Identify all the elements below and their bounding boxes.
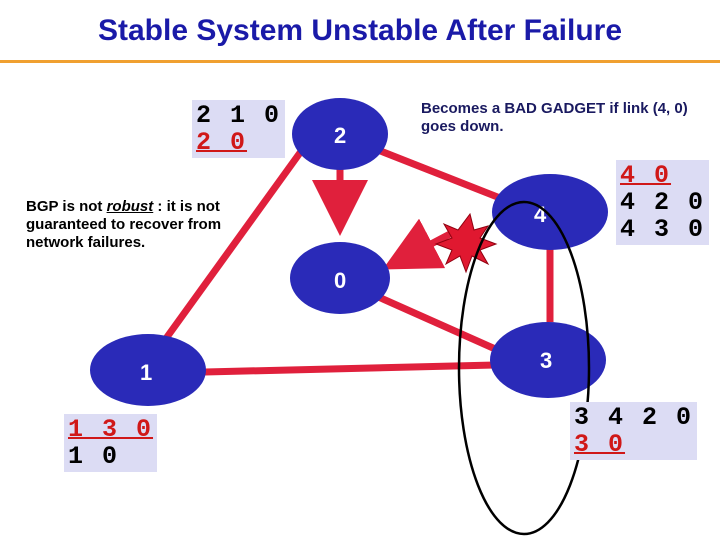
- link-failure-burst: [434, 212, 498, 274]
- node-4: [492, 174, 608, 250]
- bgp-robustness-note: BGP is not robust : it is not guaranteed…: [26, 198, 226, 252]
- link-1-to-2: [159, 147, 305, 347]
- bgp-note-emphasis: robust: [106, 198, 154, 215]
- node-2: [292, 98, 388, 170]
- path-table-node-1: 1 3 0 1 0: [64, 414, 158, 472]
- path-row: 4 3 0: [620, 215, 706, 244]
- slide-title: Stable System Unstable After Failure: [97, 14, 623, 47]
- path-row: 1 0: [68, 442, 120, 471]
- link-0-to-3: [372, 291, 504, 356]
- path-row: 2 0: [196, 128, 248, 157]
- path-table-node-3: 3 4 2 0 3 0: [570, 402, 698, 460]
- title-rule: [0, 60, 720, 63]
- node-3-label: 3: [540, 348, 552, 373]
- node-0-label: 0: [334, 268, 346, 293]
- bgp-note-suffix: : it is not guaranteed to recover from n…: [26, 198, 222, 251]
- link-1-to-3: [204, 361, 496, 376]
- node-2-label: 2: [334, 123, 346, 148]
- link-4-to-0-failed: [382, 218, 452, 270]
- path-table-node-4: 4 0 4 2 0 4 3 0: [616, 160, 710, 245]
- path-row: 2 1 0: [196, 101, 282, 130]
- highlight-ellipse: [457, 200, 591, 536]
- path-row: 3 0: [574, 430, 626, 459]
- path-row: 1 3 0: [68, 415, 154, 444]
- node-0: [290, 242, 390, 314]
- path-row: 3 4 2 0: [574, 403, 694, 432]
- path-table-node-2: 2 1 0 2 0: [192, 100, 286, 158]
- path-row: 4 0: [620, 161, 672, 190]
- path-row: 4 2 0: [620, 188, 706, 217]
- node-3: [490, 322, 606, 398]
- node-1: [90, 334, 206, 406]
- bad-gadget-note: Becomes a BAD GADGET if link (4, 0) goes…: [421, 100, 688, 135]
- bgp-note-prefix: BGP is not: [26, 198, 107, 215]
- node-1-label: 1: [140, 360, 152, 385]
- link-2-to-4: [376, 146, 502, 202]
